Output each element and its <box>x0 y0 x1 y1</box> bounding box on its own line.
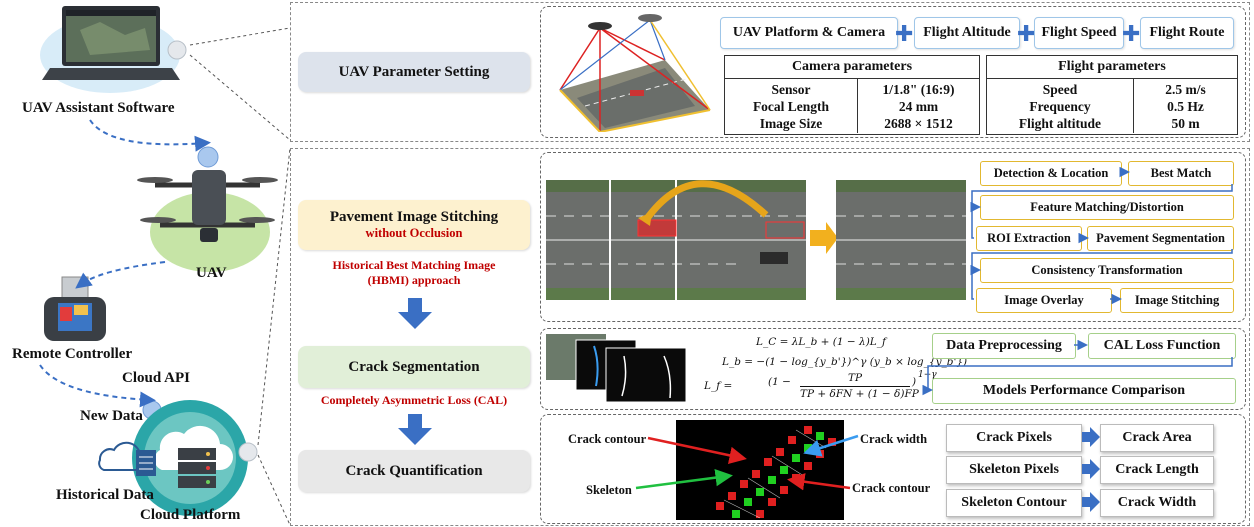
drone-footprint-icon <box>559 14 711 133</box>
chip-pavement-seg: Pavement Segmentation <box>1087 226 1234 251</box>
camera-value: 1/1.8" (16:9) <box>882 81 955 97</box>
flight-key: Speed <box>1042 81 1078 97</box>
laptop-icon <box>40 6 180 93</box>
chip-model-comparison: Models Performance Comparison <box>932 378 1236 404</box>
flight-header: Flight parameters <box>987 56 1237 79</box>
hbmi-line2: (HBMI) approach <box>367 273 461 287</box>
fraction-bar <box>800 386 910 387</box>
flight-value: 0.5 Hz <box>1167 98 1204 114</box>
chip-crack-pixels: Crack Pixels <box>946 424 1082 452</box>
cloud-api-label: Cloud API <box>122 370 190 386</box>
chip-crack-length: Crack Length <box>1100 456 1214 484</box>
down-arrow-icon <box>398 298 432 329</box>
flight-footprint-illustration <box>555 10 715 133</box>
chip-feature: Feature Matching/Distortion <box>980 195 1234 220</box>
stage-stitch: Pavement Image Stitching without Occlusi… <box>298 200 530 250</box>
connector-node-top <box>167 40 187 60</box>
cloud-platform-illustration <box>90 390 270 520</box>
chip-best-match: Best Match <box>1128 161 1234 186</box>
flight-value: 50 m <box>1171 115 1200 131</box>
chip-preprocessing: Data Preprocessing <box>932 333 1076 359</box>
skeleton-grid-icon <box>676 420 844 520</box>
label-skeleton: Skeleton <box>586 483 632 497</box>
processing-section <box>290 148 1250 526</box>
eq-lf-paren: (1 − <box>768 376 791 388</box>
plus-icon: ✚ <box>1017 22 1036 47</box>
quant-panel <box>540 414 1246 524</box>
down-arrow-icon <box>398 414 432 445</box>
chip-roi: ROI Extraction <box>976 226 1082 251</box>
stitch-subtitle: without Occlusion <box>365 226 463 240</box>
eq-lf-num: TP <box>847 372 863 384</box>
camera-value: 2688 × 1512 <box>884 115 953 131</box>
quant-pointer-arrows <box>635 434 859 491</box>
camera-header: Camera parameters <box>725 56 979 79</box>
param-section <box>290 2 1250 142</box>
camera-key: Image Size <box>759 115 823 131</box>
param-panel <box>540 6 1246 138</box>
stitch-title: Pavement Image Stitching <box>329 209 499 225</box>
chip-skeleton-pixels: Skeleton Pixels <box>946 456 1082 484</box>
label-crack-contour: Crack contour <box>568 432 647 446</box>
label-crack-width: Crack width <box>860 432 928 446</box>
stage-crack-seg: Crack Segmentation <box>298 346 530 388</box>
chip-cal-loss: CAL Loss Function <box>1088 333 1236 359</box>
chip-speed: Flight Speed <box>1034 17 1124 49</box>
hbmi-line1: Historical Best Matching Image <box>332 258 496 272</box>
segmentation-masks <box>544 332 694 404</box>
crack-skeleton-image <box>676 420 844 520</box>
new-data-label: New Data <box>80 408 143 424</box>
eq-lf-lhs: L_f = <box>704 380 733 392</box>
flight-key: Frequency <box>1029 98 1091 114</box>
plus-icon: ✚ <box>1122 22 1141 47</box>
seg-flow-arrows <box>922 339 1233 396</box>
chip-image-stitching: Image Stitching <box>1120 288 1234 313</box>
laptop-illustration <box>30 0 190 95</box>
camera-key: Sensor <box>771 81 811 97</box>
stage-crack-quant: Crack Quantification <box>298 450 530 492</box>
road-strip-icon <box>546 180 966 300</box>
eq-lc: L_C = λL_b + (1 − λ)L_f <box>756 336 886 348</box>
stitch-flow-arrows <box>970 166 1233 305</box>
chip-altitude: Flight Altitude <box>914 17 1020 49</box>
drone-icon <box>137 146 278 272</box>
eq-lf-close: ) <box>912 376 917 388</box>
chip-route: Flight Route <box>1140 17 1234 49</box>
stage-param: UAV Parameter Setting <box>298 52 530 92</box>
chip-overlay: Image Overlay <box>976 288 1112 313</box>
chip-consistency: Consistency Transformation <box>980 258 1234 283</box>
quant-right-arrows <box>1082 427 1100 512</box>
software-label: UAV Assistant Software <box>22 100 175 116</box>
eq-lb: L_b = −(1 − log_{y_b'})^γ (y_b × log_{y_… <box>722 356 968 368</box>
chip-detection: Detection & Location <box>980 161 1122 186</box>
rc-label: Remote Controller <box>12 346 133 362</box>
uav-illustration <box>130 140 280 280</box>
seg-panel <box>540 328 1246 410</box>
flight-key: Flight altitude <box>1018 115 1102 131</box>
historical-data-label: Historical Data <box>56 487 154 503</box>
plus-icon: ✚ <box>895 22 914 47</box>
flight-params-table: Flight parameters Speed Frequency Flight… <box>986 55 1238 135</box>
stitch-panel <box>540 152 1246 322</box>
cloud-server-icon <box>98 400 248 516</box>
chip-skeleton-contour: Skeleton Contour <box>946 489 1082 517</box>
left-dashed-flow <box>39 27 291 526</box>
camera-value: 24 mm <box>898 98 939 114</box>
camera-key: Focal Length <box>752 98 830 114</box>
hbmi-note: Historical Best Matching Image (HBMI) ap… <box>298 258 530 288</box>
flight-value: 2.5 m/s <box>1165 81 1206 97</box>
camera-params-table: Camera parameters Sensor Focal Length Im… <box>724 55 980 135</box>
connector-node-bottom <box>238 442 258 462</box>
cloud-platform-label: Cloud Platform <box>140 507 241 523</box>
uav-label: UAV <box>196 265 227 281</box>
mask-stack-icon <box>546 334 687 403</box>
label-crack-contour-2: Crack contour <box>852 481 931 495</box>
eq-lf-den: TP + δFN + (1 − δ)FP <box>800 388 919 400</box>
road-images <box>546 160 966 315</box>
chip-crack-width: Crack Width <box>1100 489 1214 517</box>
chip-crack-area: Crack Area <box>1100 424 1214 452</box>
chip-platform: UAV Platform & Camera <box>720 17 898 49</box>
cal-note: Completely Asymmetric Loss (CAL) <box>320 393 508 407</box>
